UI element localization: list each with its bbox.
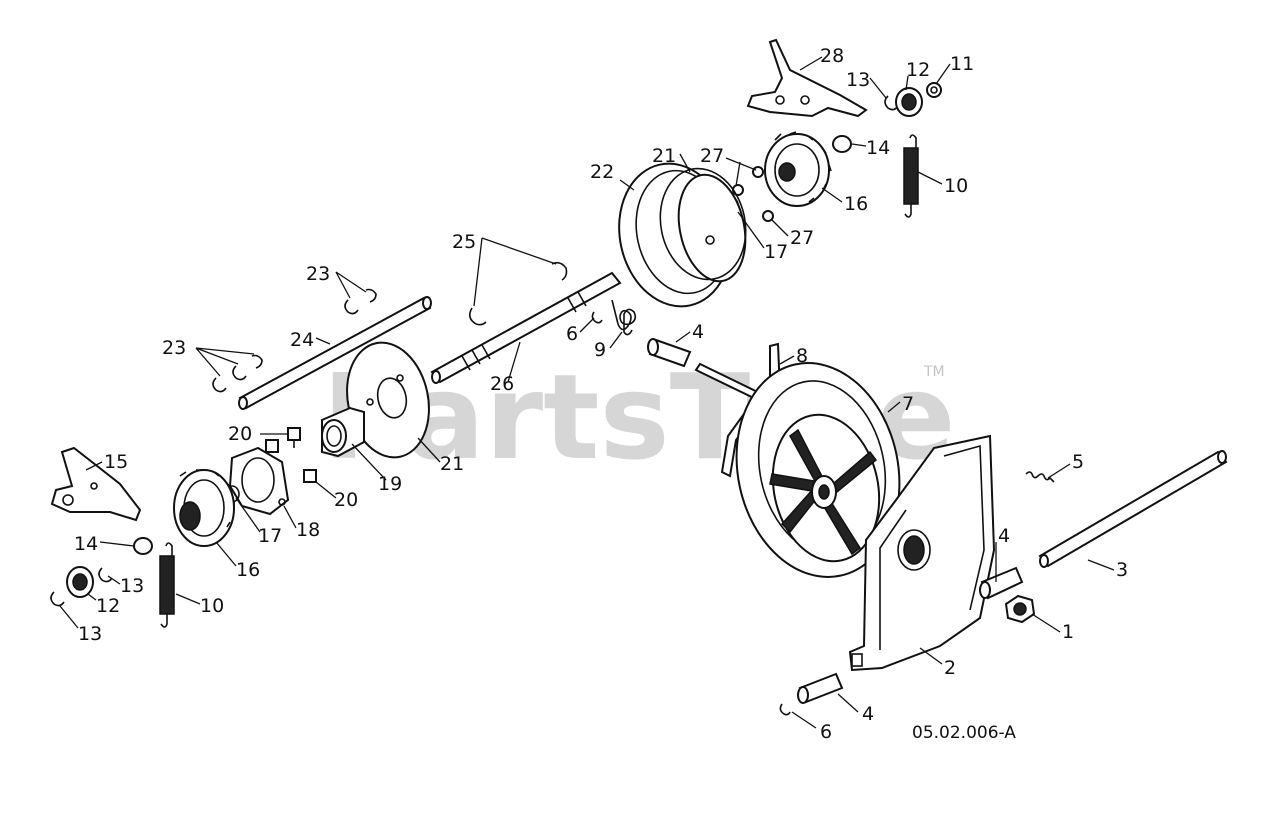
part-21-ring-upper[interactable]: [650, 160, 755, 287]
part-4-sleeve-right[interactable]: [979, 566, 1024, 600]
callout-27: 27: [790, 227, 814, 249]
callout-7: 7: [902, 393, 914, 415]
part-2-side-plate[interactable]: [848, 434, 996, 672]
part-15-bracket[interactable]: [50, 446, 142, 522]
part-4-sleeve-bottom[interactable]: [797, 672, 844, 704]
callout-16: 16: [844, 193, 868, 215]
part-19-hub[interactable]: [321, 406, 365, 458]
part-16-sprocket-upper[interactable]: [764, 131, 832, 207]
callout-4: 4: [862, 703, 874, 725]
callout-20: 20: [334, 489, 358, 511]
part-25-clip-upper[interactable]: [551, 261, 568, 281]
callout-13: 13: [846, 69, 870, 91]
callout-26: 26: [490, 373, 514, 395]
callout-17: 17: [258, 525, 282, 547]
part-5-spring[interactable]: [1025, 471, 1055, 483]
callout-23: 23: [162, 337, 186, 359]
part-27-pin-lower[interactable]: [762, 210, 774, 222]
callout-6: 6: [566, 323, 578, 345]
part-7-wheel[interactable]: [717, 348, 918, 593]
callout-19: 19: [378, 473, 402, 495]
callout-14: 14: [866, 137, 890, 159]
callout-4: 4: [998, 525, 1010, 547]
callout-21: 21: [440, 453, 464, 475]
callout-16: 16: [236, 559, 260, 581]
part-20-bolt-c[interactable]: [303, 469, 317, 483]
part-11-nut[interactable]: [926, 82, 942, 98]
part-13-clip-lower-b[interactable]: [50, 591, 65, 607]
part-9-spring[interactable]: [611, 299, 637, 336]
callout-12: 12: [906, 59, 930, 81]
diagram-code: 05.02.006-A: [912, 723, 1016, 743]
callout-18: 18: [296, 519, 320, 541]
callout-14: 14: [74, 533, 98, 555]
part-28-bracket[interactable]: [746, 38, 868, 118]
part-23-clip-c[interactable]: [212, 377, 227, 393]
part-24-shaft[interactable]: [238, 296, 432, 410]
watermark-tm: TM: [923, 364, 945, 380]
callout-21: 21: [652, 145, 676, 167]
callout-28: 28: [820, 45, 844, 67]
part-12-bearing-lower[interactable]: [66, 566, 94, 598]
callout-20: 20: [228, 423, 252, 445]
callouts: 28 13 12 11 14 10 16 27 27 17 21 22 25 2…: [74, 45, 1128, 743]
part-27-pin-upper[interactable]: [752, 166, 764, 178]
callout-8: 8: [796, 345, 808, 367]
callout-10: 10: [200, 595, 224, 617]
part-20-bolt-a[interactable]: [287, 427, 301, 448]
part-18-housing[interactable]: [228, 446, 290, 516]
part-23-clip-e[interactable]: [251, 354, 263, 369]
callout-22: 22: [590, 161, 614, 183]
callout-2: 2: [944, 657, 956, 679]
part-13-clip-lower-a[interactable]: [98, 567, 113, 583]
part-6-clip-lower[interactable]: [779, 703, 791, 716]
part-13-clip-upper[interactable]: [884, 95, 899, 111]
callout-3: 3: [1116, 559, 1128, 581]
callout-17: 17: [764, 241, 788, 263]
part-14-washer-upper[interactable]: [832, 135, 852, 153]
callout-5: 5: [1072, 451, 1084, 473]
part-1-nut[interactable]: [1004, 594, 1036, 624]
callout-10: 10: [944, 175, 968, 197]
part-22-drum[interactable]: [606, 153, 754, 317]
part-23-clip-d[interactable]: [232, 365, 247, 381]
leader-lines: [59, 56, 1115, 729]
part-12-bearing-upper[interactable]: [895, 87, 923, 117]
part-10-spring-upper[interactable]: [903, 134, 919, 218]
part-6-clip-upper[interactable]: [591, 311, 603, 324]
callout-4: 4: [692, 321, 704, 343]
callout-23: 23: [306, 263, 330, 285]
part-10-spring-lower[interactable]: [159, 542, 175, 628]
part-20-bolt-b[interactable]: [265, 439, 279, 453]
callout-13: 13: [120, 575, 144, 597]
part-23-clip-b[interactable]: [365, 288, 377, 303]
part-14-washer-lower[interactable]: [133, 537, 153, 555]
part-4-sleeve-upper[interactable]: [647, 338, 692, 368]
callout-13: 13: [78, 623, 102, 645]
callout-6: 6: [820, 721, 832, 743]
callout-9: 9: [594, 339, 606, 361]
callout-11: 11: [950, 53, 974, 75]
part-16-sprocket-lower[interactable]: [173, 469, 235, 547]
callout-12: 12: [96, 595, 120, 617]
callout-25: 25: [452, 231, 476, 253]
callout-15: 15: [104, 451, 128, 473]
part-26-shaft[interactable]: [430, 271, 622, 384]
part-23-clip-a[interactable]: [344, 299, 359, 315]
callout-1: 1: [1062, 621, 1074, 643]
callout-24: 24: [290, 329, 314, 351]
part-3-shaft[interactable]: [1038, 450, 1228, 568]
part-25-clip-lower[interactable]: [468, 307, 487, 326]
callout-27: 27: [700, 145, 724, 167]
